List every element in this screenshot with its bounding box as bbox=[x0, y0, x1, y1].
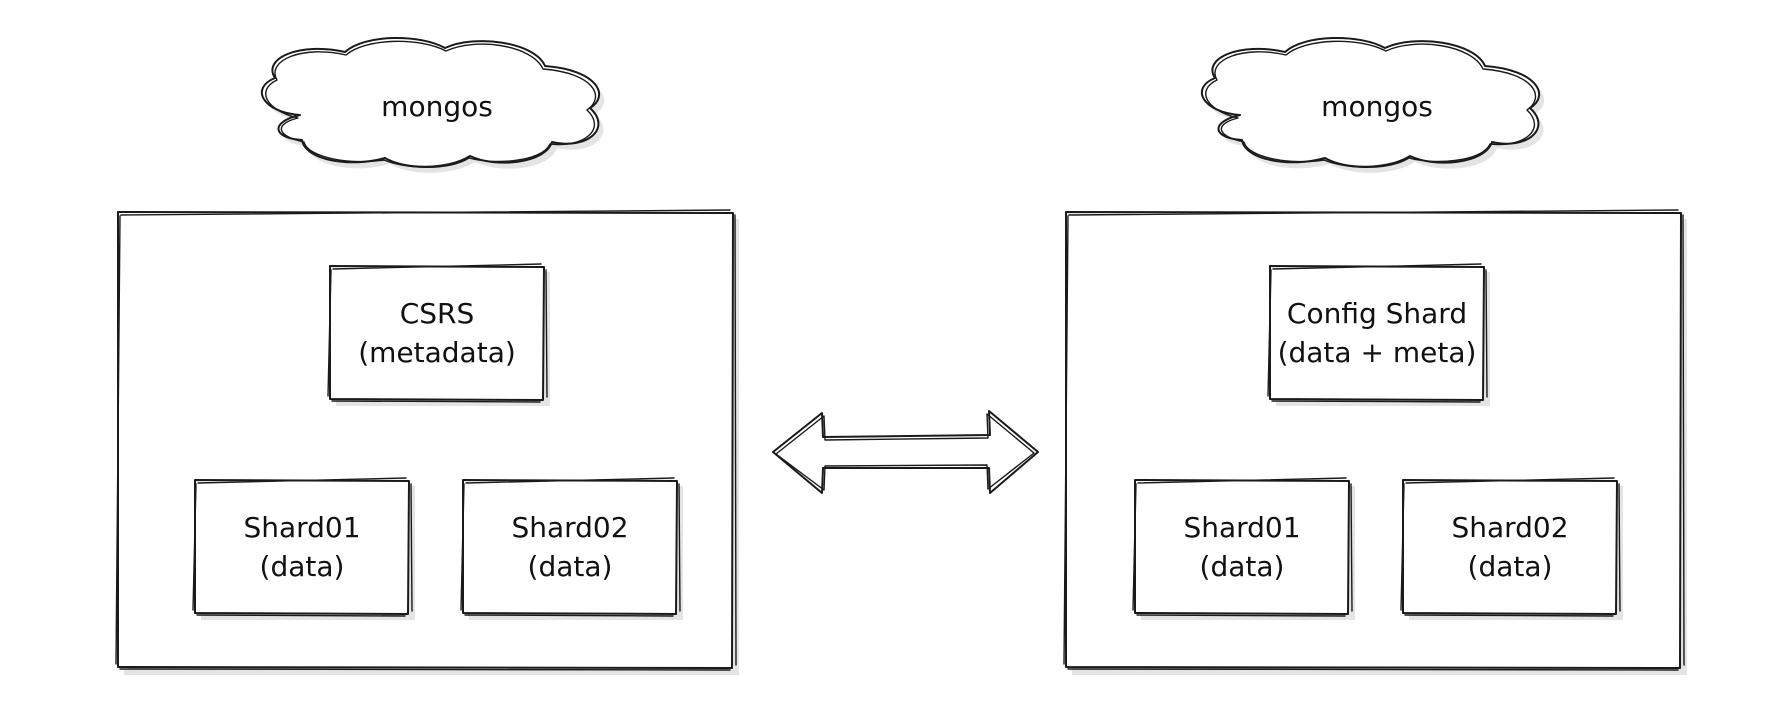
right-shard01-title: Shard01 bbox=[1183, 511, 1300, 544]
left-cluster: mongos CSRS (metadata) Shard01 (data) bbox=[115, 36, 739, 675]
right-mongos-label: mongos bbox=[1321, 90, 1433, 123]
right-shard01-subtitle: (data) bbox=[1200, 550, 1285, 583]
left-csrs-title: CSRS bbox=[400, 297, 475, 330]
left-shard02-title: Shard02 bbox=[511, 511, 628, 544]
left-shard01-title: Shard01 bbox=[243, 511, 360, 544]
left-mongos-cloud[interactable]: mongos bbox=[261, 36, 605, 173]
right-shard01-box[interactable]: Shard01 (data) bbox=[1132, 477, 1355, 620]
left-shard02-box[interactable]: Shard02 (data) bbox=[460, 477, 683, 620]
right-mongos-cloud[interactable]: mongos bbox=[1201, 36, 1545, 173]
right-config-shard-subtitle: (data + meta) bbox=[1278, 336, 1477, 369]
right-config-shard-title: Config Shard bbox=[1287, 297, 1467, 330]
right-shard02-subtitle: (data) bbox=[1468, 550, 1553, 583]
migration-double-arrow bbox=[772, 410, 1039, 494]
left-shard01-subtitle: (data) bbox=[260, 550, 345, 583]
right-cluster: mongos Config Shard (data + meta) Shard0… bbox=[1063, 36, 1687, 675]
right-config-shard-box[interactable]: Config Shard (data + meta) bbox=[1267, 263, 1490, 406]
left-csrs-subtitle: (metadata) bbox=[358, 336, 516, 369]
right-shard02-title: Shard02 bbox=[1451, 511, 1568, 544]
left-mongos-label: mongos bbox=[381, 90, 493, 123]
right-shard02-box[interactable]: Shard02 (data) bbox=[1400, 477, 1623, 620]
left-shard02-subtitle: (data) bbox=[528, 550, 613, 583]
left-shard01-box[interactable]: Shard01 (data) bbox=[192, 477, 415, 620]
left-csrs-box[interactable]: CSRS (metadata) bbox=[327, 263, 550, 406]
